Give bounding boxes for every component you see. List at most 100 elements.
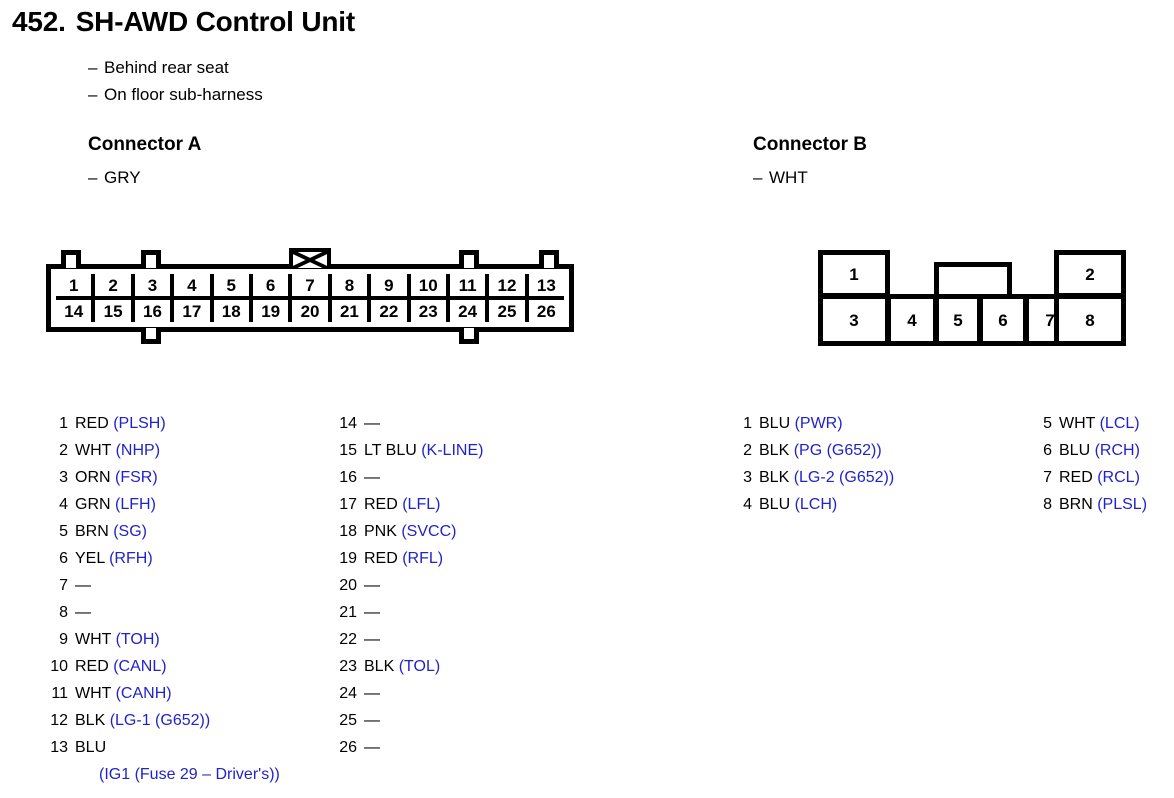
- pin-wire-color: LT BLU: [364, 442, 417, 459]
- pin-number: 1: [743, 415, 752, 432]
- pin-number: 23: [339, 658, 357, 675]
- connector-a-pin-24: 24: [449, 300, 490, 322]
- pin-signal-name: (FSR): [110, 469, 158, 486]
- pin-wire-color: BLU: [75, 739, 107, 756]
- pin-empty-dash: —: [364, 415, 380, 432]
- connector-b-pin-3: 3: [818, 294, 890, 346]
- pin-number: 6: [1043, 442, 1052, 459]
- connector-a-pin-23: 23: [410, 300, 450, 322]
- connector-a-pin-18: 18: [213, 300, 253, 322]
- pin-wire-color: RED: [364, 550, 398, 567]
- connector-a-bottom-tab-pin-16: [140, 328, 161, 344]
- connector-a-top-tab-pin-11: [459, 250, 480, 268]
- connector-b-pin-2: 2: [1054, 250, 1126, 298]
- pin-row: 22 —: [331, 626, 483, 653]
- pin-number: 21: [339, 604, 357, 621]
- connector-a-pin-16: 16: [134, 300, 175, 322]
- connector-a-pin-6: 6: [252, 274, 293, 296]
- pin-signal-name: (PWR): [790, 415, 843, 432]
- pin-empty-dash: —: [75, 604, 91, 621]
- pin-signal-name: (PLSL): [1092, 496, 1148, 513]
- connector-b-pin-4: 4: [886, 294, 938, 346]
- location-note-label: On floor sub-harness: [104, 85, 263, 104]
- bullet-dash-icon: –: [88, 168, 98, 187]
- pin-wire-color: WHT: [1059, 415, 1096, 432]
- connector-a-pin-22: 22: [371, 300, 411, 322]
- pin-signal-name: (LCH): [790, 496, 838, 513]
- pin-row: 26—: [331, 734, 483, 761]
- pin-number: 1: [59, 415, 68, 432]
- connector-a-bottom-tab-pin-24: [459, 328, 480, 344]
- pin-signal-name: (LCL): [1095, 415, 1140, 432]
- pin-wire-color: RED: [75, 658, 109, 675]
- pin-row: 5 BRN (SG): [42, 518, 280, 545]
- pin-row: 13 BLU: [42, 734, 280, 761]
- pin-number: 22: [339, 631, 357, 648]
- pin-empty-dash: —: [364, 577, 380, 594]
- pin-number: 25: [339, 712, 357, 729]
- pin-signal-name: (LFL): [397, 496, 441, 513]
- connector-a-pin-26: 26: [528, 300, 565, 322]
- connector-b-color-note: –WHT: [753, 168, 808, 188]
- connector-a-pin-25: 25: [489, 300, 529, 322]
- pin-wire-color: BRN: [75, 523, 109, 540]
- pin-wire-color: YEL: [75, 550, 105, 567]
- pin-signal-name: (RFL): [397, 550, 444, 567]
- pin-number: 15: [339, 442, 357, 459]
- connector-b-heading: Connector B: [753, 134, 867, 155]
- pin-empty-dash: —: [364, 712, 380, 729]
- pin-number: 5: [59, 523, 68, 540]
- pin-number: 16: [339, 469, 357, 486]
- connector-a-pin-14: 14: [56, 300, 96, 322]
- pin-empty-dash: —: [364, 604, 380, 621]
- connector-a-top-tab-pin-13: [539, 250, 560, 268]
- pin-signal-continuation: (IG1 (Fuse 29 – Driver's)): [99, 766, 280, 783]
- pin-signal-name: (SG): [108, 523, 147, 540]
- connector-a-pin-12: 12: [489, 274, 529, 296]
- pin-wire-color: BLU: [1059, 442, 1091, 459]
- connector-b-pin-6: 6: [978, 294, 1028, 346]
- pin-number: 8: [59, 604, 68, 621]
- pin-number: 17: [339, 496, 357, 513]
- pin-row: 20—: [331, 572, 483, 599]
- connector-a-pin-4: 4: [174, 274, 214, 296]
- pin-wire-color: BLU: [759, 415, 791, 432]
- pin-number: 10: [50, 658, 68, 675]
- connector-a-pin-1: 1: [56, 274, 96, 296]
- pin-number: 13: [50, 739, 68, 756]
- pin-number: 26: [339, 739, 357, 756]
- pin-row: 21 —: [331, 599, 483, 626]
- pin-row: 7—: [42, 572, 280, 599]
- pin-empty-dash: —: [364, 631, 380, 648]
- pin-number: 14: [339, 415, 357, 432]
- connector-a-pin-15: 15: [95, 300, 135, 322]
- connector-a-pin-9: 9: [371, 274, 411, 296]
- pin-signal-name: (RCH): [1090, 442, 1140, 459]
- pin-number: 7: [59, 577, 68, 594]
- pin-wire-color: GRN: [75, 496, 111, 513]
- connector-a-pin-8: 8: [331, 274, 372, 296]
- pin-number: 2: [743, 442, 752, 459]
- pin-wire-color: BLK: [759, 469, 790, 486]
- pin-signal-name: (RFH): [104, 550, 153, 567]
- pin-wire-color: RED: [75, 415, 109, 432]
- pin-signal-name: (RCL): [1092, 469, 1140, 486]
- pin-empty-dash: —: [364, 469, 380, 486]
- connector-a-pin-5: 5: [213, 274, 253, 296]
- pin-wire-color: BLU: [759, 496, 791, 513]
